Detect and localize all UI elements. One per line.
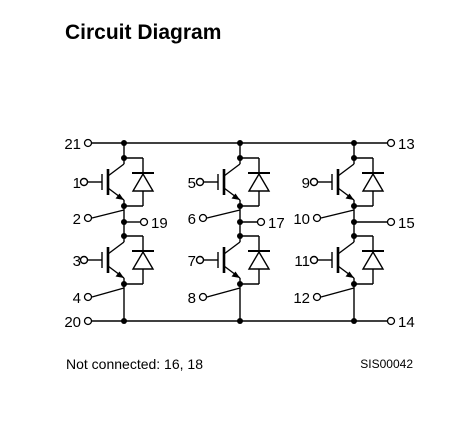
drawing-code: SIS00042 — [360, 357, 413, 371]
pin-8-label: 8 — [188, 290, 196, 307]
pin-7-label: 7 — [188, 253, 196, 270]
pin-19-label: 19 — [151, 215, 168, 232]
pin-13-label: 13 — [398, 136, 415, 153]
pin-2-label: 2 — [73, 211, 81, 228]
pin-1-label: 1 — [73, 175, 81, 192]
pin-14-label: 14 — [398, 314, 415, 331]
pin-5-label: 5 — [188, 175, 196, 192]
pin-10-label: 10 — [293, 211, 310, 228]
pin-6-label: 6 — [188, 211, 196, 228]
pin-12-label: 12 — [293, 290, 310, 307]
pin-20-label: 20 — [64, 314, 81, 331]
not-connected-note: Not connected: 16, 18 — [66, 356, 203, 372]
pin-15-label: 15 — [398, 215, 415, 232]
page-title: Circuit Diagram — [65, 21, 222, 44]
pin-17-label: 17 — [268, 215, 285, 232]
pin-4-label: 4 — [73, 290, 81, 307]
pin-21-label: 21 — [64, 136, 81, 153]
pin-11-label: 11 — [294, 253, 310, 270]
pin-9-label: 9 — [302, 175, 310, 192]
pin-3-label: 3 — [73, 253, 81, 270]
